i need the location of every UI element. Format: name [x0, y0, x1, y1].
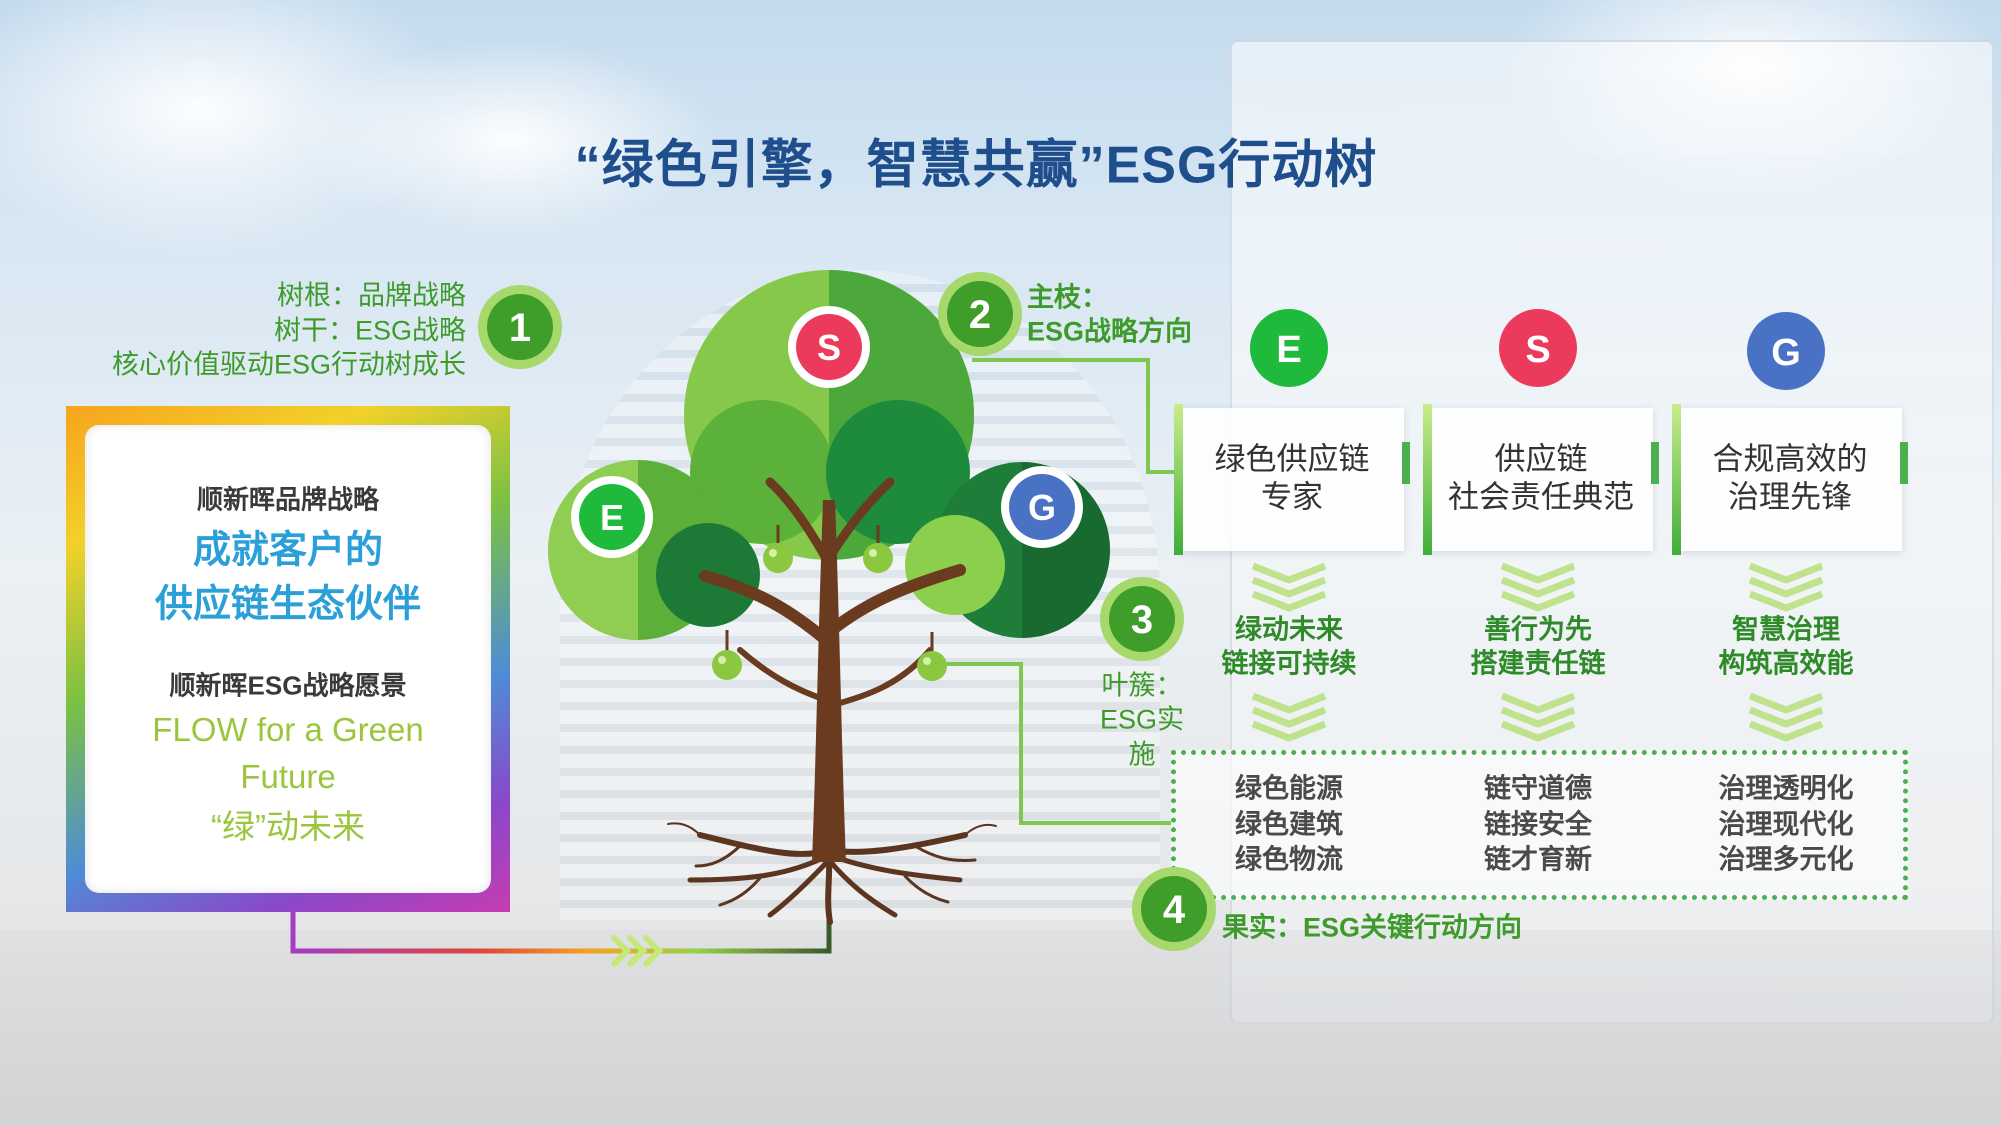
card-accent-bar	[1423, 404, 1432, 555]
brand-strategy-line: 供应链生态伙伴	[154, 583, 422, 626]
leaf-text: 构筑高效能	[1718, 648, 1854, 679]
card-title-line: 合规高效的	[1712, 441, 1868, 477]
background-building	[560, 270, 1160, 920]
leaf-text: 善行为先	[1484, 614, 1592, 645]
fruit-label: 果实：ESG关键行动方向	[1222, 912, 1523, 943]
fruit-item: 治理现代化	[1718, 809, 1854, 840]
fruit-item: 治理透明化	[1718, 773, 1854, 804]
card-title-line: 绿色供应链	[1214, 441, 1370, 477]
leaf-label-line: ESG实	[1099, 704, 1185, 735]
fruit-item: 链守道德	[1484, 773, 1592, 804]
card-accent-bar	[1900, 442, 1908, 484]
card-title-line: 专家	[1261, 479, 1323, 515]
card-accent-bar	[1174, 404, 1183, 555]
brand-strategy-line: 成就客户的	[192, 529, 384, 572]
leaf-label-line: 施	[1128, 739, 1156, 770]
branch-label-line: ESG战略方向	[1027, 316, 1193, 347]
strategy-box: 顺新晖品牌战略 成就客户的 供应链生态伙伴 顺新晖ESG战略愿景 FLOW fo…	[66, 406, 510, 912]
leaf-text: 搭建责任链	[1470, 648, 1606, 679]
fruit-item: 绿色物流	[1235, 844, 1343, 875]
cloud	[300, 40, 720, 240]
card-title-line: 治理先锋	[1728, 479, 1852, 515]
esg-vision-heading: 顺新晖ESG战略愿景	[169, 670, 407, 701]
brand-strategy-heading: 顺新晖品牌战略	[196, 484, 380, 515]
fruit-action-box	[1171, 750, 1908, 900]
fruit-item: 绿色建筑	[1235, 809, 1343, 840]
fruit-item: 链接安全	[1484, 809, 1592, 840]
leaf-text: 绿动未来	[1235, 614, 1343, 645]
esg-vision-line: “绿”动未来	[211, 808, 365, 845]
leaf-text: 智慧治理	[1732, 614, 1840, 645]
strategy-box-inner: 顺新晖品牌战略 成就客户的 供应链生态伙伴 顺新晖ESG战略愿景 FLOW fo…	[85, 425, 491, 893]
esg-vision-line: Future	[240, 758, 336, 795]
fruit-item: 链才育新	[1484, 844, 1592, 875]
fruit-item: 治理多元化	[1718, 844, 1854, 875]
branch-card-g: 合规高效的 治理先锋	[1672, 404, 1908, 555]
branch-card-s: 供应链 社会责任典范	[1423, 404, 1659, 555]
page-title: “绿色引擎，智慧共赢”ESG行动树	[574, 136, 1378, 195]
leaf-text: 链接可持续	[1221, 648, 1357, 679]
leaf-label-line: 叶簇：	[1101, 670, 1183, 701]
fruit-item: 绿色能源	[1235, 773, 1343, 804]
branch-label-line: 主枝：	[1027, 282, 1108, 313]
card-accent-bar	[1402, 442, 1410, 484]
esg-vision-line: FLOW for a Green	[152, 711, 424, 748]
core-value-label-line: 核心价值驱动ESG行动树成长	[111, 349, 466, 380]
root-label-line: 树根：品牌战略	[277, 280, 466, 311]
card-accent-bar	[1651, 442, 1659, 484]
card-accent-bar	[1672, 404, 1681, 555]
background-ground	[0, 930, 2001, 1126]
branch-card-e: 绿色供应链 专家	[1174, 404, 1410, 555]
card-title-line: 供应链	[1494, 441, 1588, 477]
trunk-label-line: 树干：ESG战略	[273, 315, 466, 346]
card-title-line: 社会责任典范	[1448, 479, 1634, 515]
